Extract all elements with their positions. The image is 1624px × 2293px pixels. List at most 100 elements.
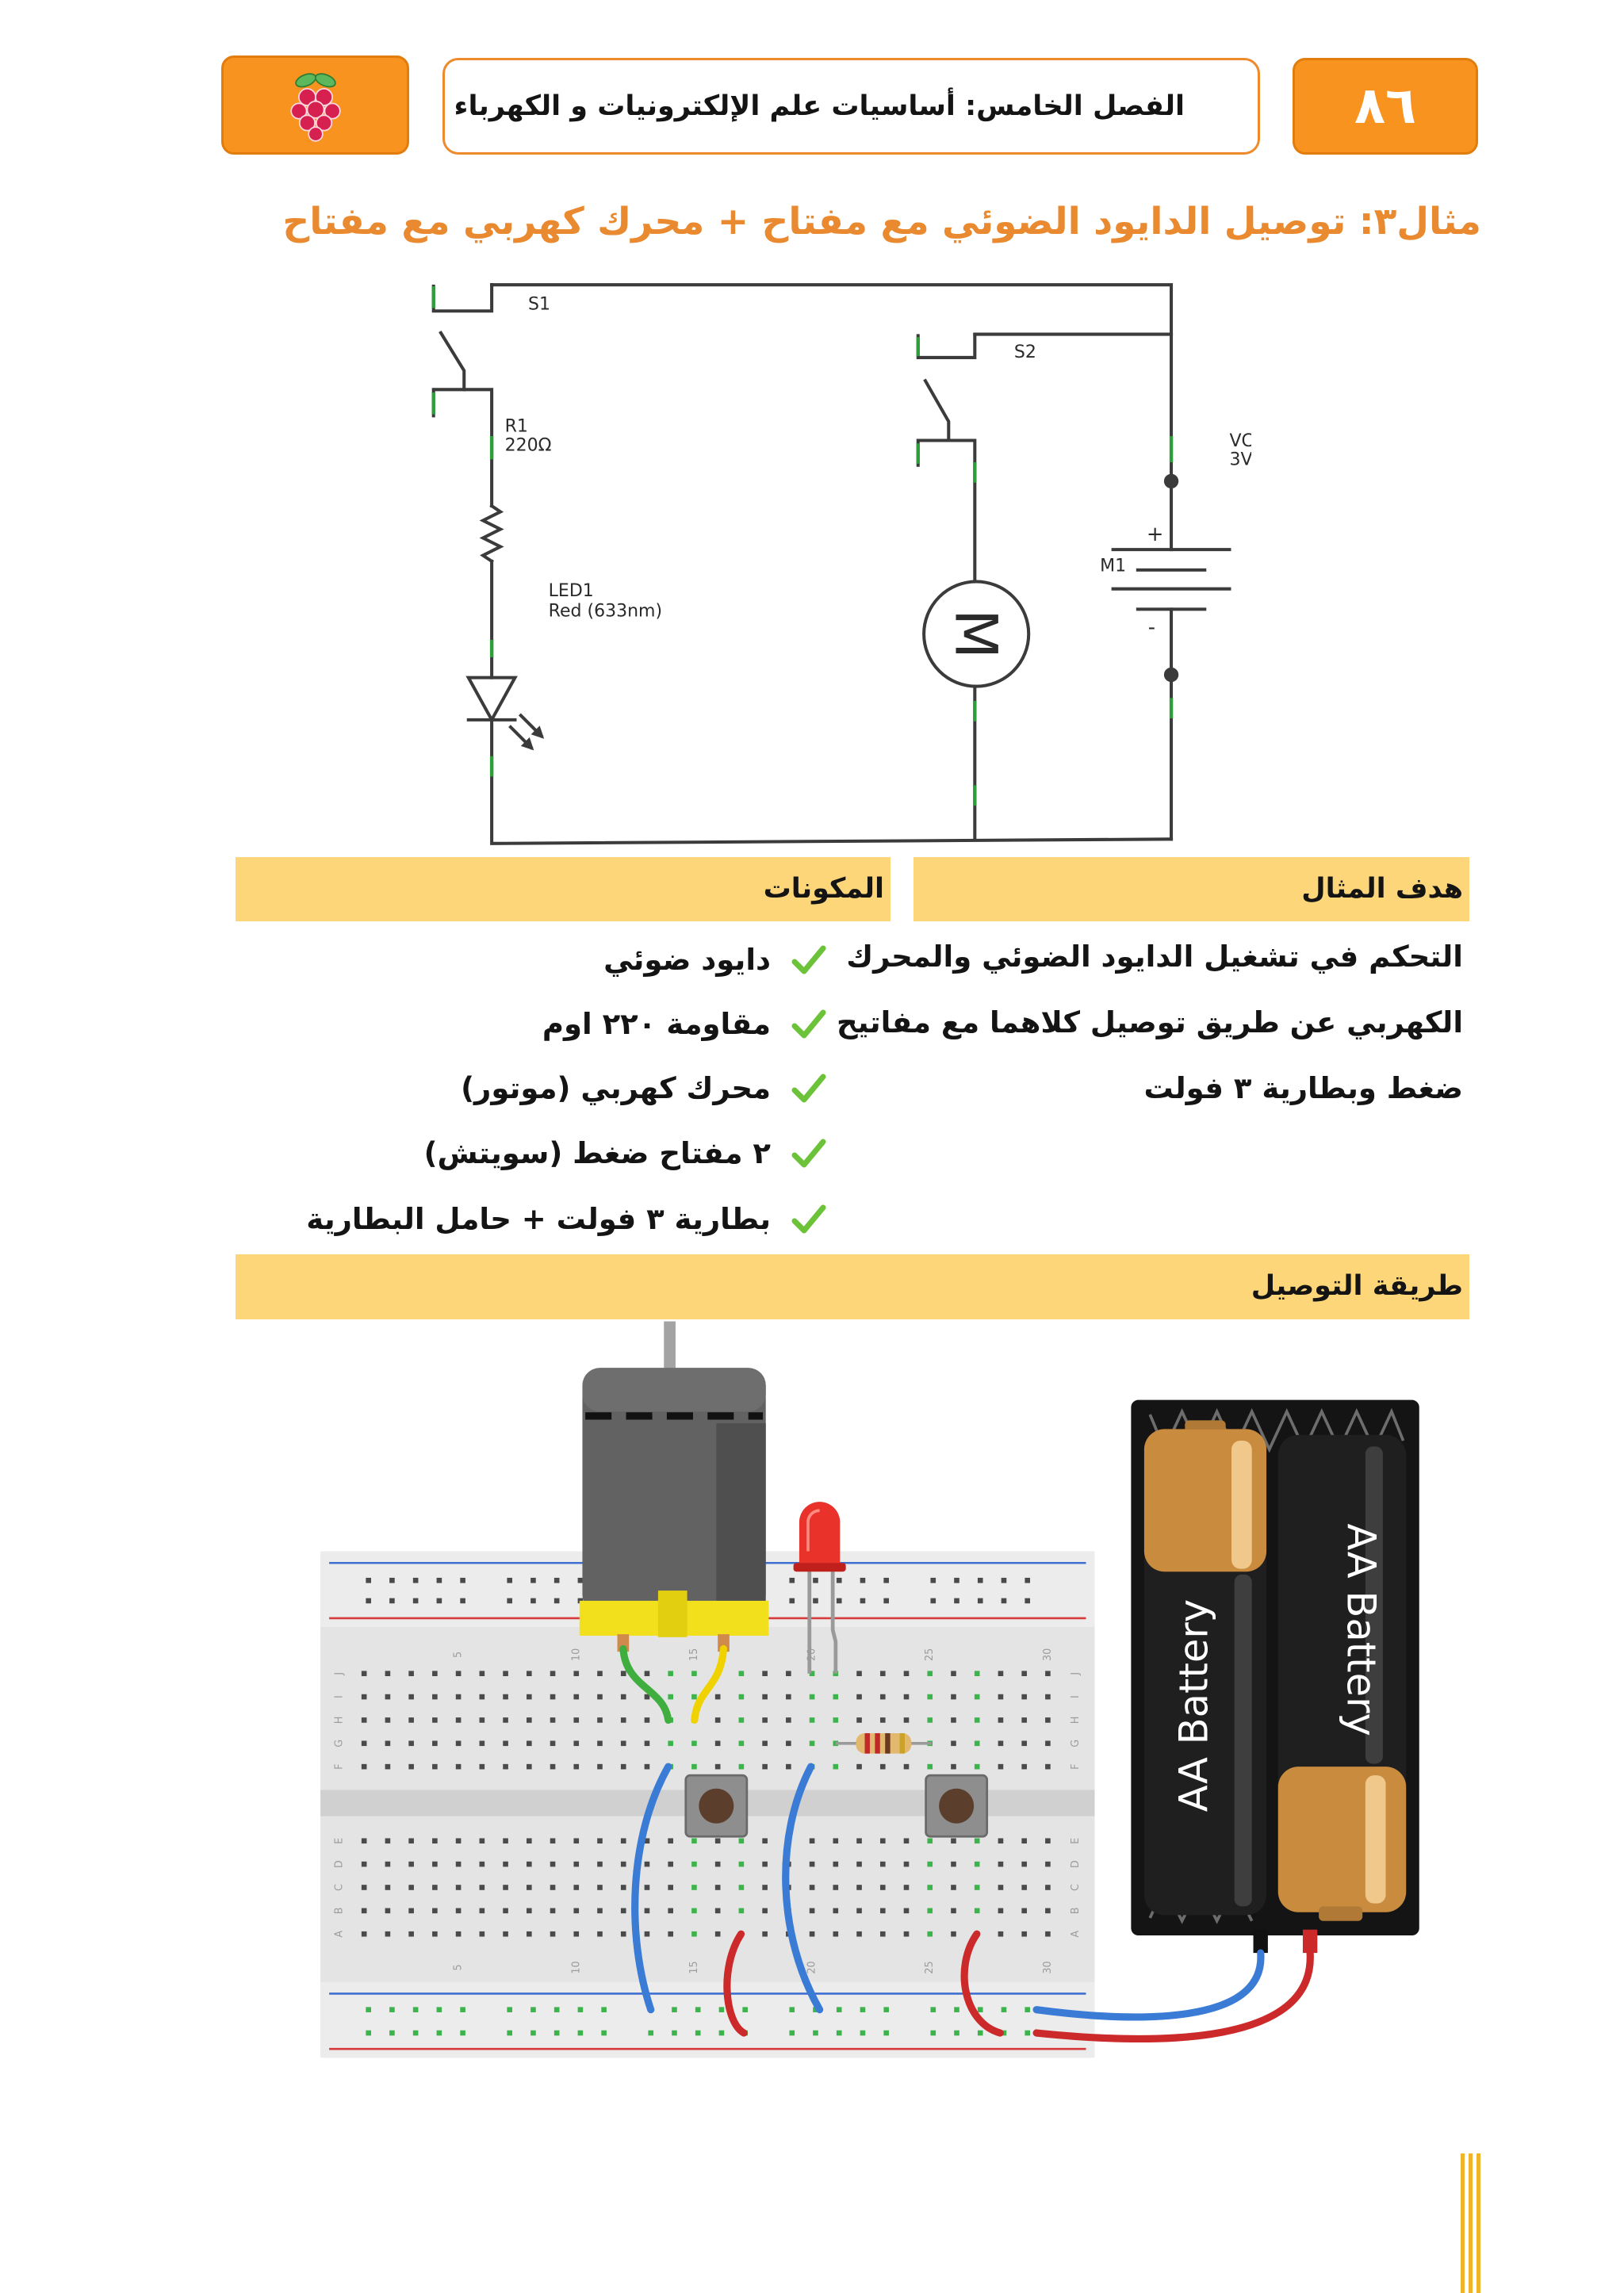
breadboard-hole <box>573 1671 580 1677</box>
breadboard-hole <box>385 1740 391 1747</box>
breadboard-hole <box>1021 1717 1027 1723</box>
led-highlight <box>806 1509 820 1552</box>
breadboard-hole <box>951 1838 956 1844</box>
breadboard-hole <box>526 1740 532 1747</box>
led1-triangle <box>465 676 518 724</box>
check-mark-icon <box>791 1139 826 1168</box>
breadboard-hole <box>432 1717 438 1723</box>
breadboard-hole-connected <box>389 2007 395 2012</box>
page-number: ٨٦ <box>1354 77 1417 136</box>
breadboard-hole-connected <box>789 2030 795 2036</box>
breadboard-hole <box>762 1763 768 1770</box>
wire-blue-1 <box>631 1763 672 2014</box>
switch-s2-bottom-contact <box>916 438 977 584</box>
breadboard-hole-connected <box>809 1671 815 1677</box>
breadboard-hole-connected <box>436 2007 442 2012</box>
breadboard-hole <box>998 1838 1004 1844</box>
breadboard-row-letter: I <box>333 1695 345 1698</box>
breadboard-hole <box>479 1838 485 1844</box>
breadboard-hole <box>366 1577 371 1583</box>
breadboard-hole <box>455 1908 462 1914</box>
breadboard-hole <box>762 1861 768 1867</box>
wire-red-2 <box>960 1930 1004 2037</box>
breadboard-row-letter: C <box>1070 1884 1082 1891</box>
components-heading: المكونات <box>763 873 884 905</box>
breadboard-column-number: 20 <box>806 1961 818 1973</box>
breadboard-hole <box>432 1908 438 1914</box>
label-r1: R1 <box>505 417 528 437</box>
page-number-badge: ٨٦ <box>1293 58 1478 155</box>
breadboard-hole <box>385 1931 391 1937</box>
breadboard-hole <box>977 1577 983 1583</box>
breadboard-hole <box>809 1885 815 1890</box>
junction-dot-bottom <box>1163 667 1179 683</box>
component-item: ٢ مفتاح ضغط (سويتش) <box>423 1136 771 1170</box>
breadboard-hole <box>408 1694 414 1700</box>
breadboard-row-letter: J <box>333 1672 345 1676</box>
breadboard-hole-connected <box>860 2007 866 2012</box>
breadboard-hole-connected <box>977 2030 983 2036</box>
breadboard-hole <box>503 1717 508 1723</box>
breadboard-hole-connected <box>577 2007 584 2012</box>
breadboard-hole-connected <box>460 2030 465 2036</box>
breadboard-hole <box>507 1598 513 1604</box>
breadboard-hole-connected <box>366 2007 371 2012</box>
component-item: دايود ضوئي <box>603 943 771 977</box>
breadboard-hole-connected <box>954 2007 959 2012</box>
breadboard-hole <box>998 1861 1004 1867</box>
breadboard-hole-connected <box>1025 2007 1031 2012</box>
switch-s2-blade <box>923 378 951 442</box>
breadboard-hole-connected <box>366 2030 371 2036</box>
breadboard-hole <box>573 1931 580 1937</box>
breadboard-hole-connected <box>836 2007 842 2012</box>
breadboard-hole <box>836 1577 842 1583</box>
label-led1: LED1 <box>549 581 594 601</box>
breadboard-hole <box>813 1577 818 1583</box>
breadboard-hole-connected <box>412 2007 419 2012</box>
breadboard-hole <box>714 1838 721 1844</box>
motor-symbol-letter: M <box>941 609 1009 659</box>
breadboard-hole <box>998 1717 1004 1723</box>
breadboard-column-number: 30 <box>1042 1648 1054 1661</box>
breadboard-hole <box>573 1717 580 1723</box>
breadboard-hole-connected <box>738 1763 745 1770</box>
breadboard-hole-connected <box>927 1861 933 1867</box>
wiring-heading-bar: طريقة التوصيل <box>236 1254 1469 1319</box>
label-r1-value: 220Ω <box>505 435 552 455</box>
breadboard-hole <box>455 1861 462 1867</box>
resistor-band-3 <box>885 1732 891 1754</box>
breadboard-hole-connected <box>974 1838 980 1844</box>
label-minus: - <box>1148 616 1155 640</box>
breadboard-column-number: 5 <box>453 1964 465 1970</box>
breadboard-hole <box>503 1763 508 1770</box>
breadboard-hole-connected <box>672 2007 677 2012</box>
breadboard-hole <box>903 1931 910 1937</box>
breadboard-hole <box>833 1885 839 1890</box>
battery-left-label: AA Battery <box>1170 1599 1216 1812</box>
breadboard-hole <box>361 1931 367 1937</box>
breadboard-hole <box>550 1694 556 1700</box>
breadboard-hole <box>503 1885 508 1890</box>
goal-heading-bar: هدف المثال <box>914 857 1469 921</box>
check-mark-icon <box>791 1009 826 1039</box>
breadboard-hole <box>1021 1763 1027 1770</box>
breadboard-hole <box>526 1908 532 1914</box>
breadboard-hole-connected <box>577 2030 584 2036</box>
breadboard-hole <box>408 1671 414 1677</box>
breadboard-hole <box>714 1861 721 1867</box>
breadboard-hole <box>526 1931 532 1937</box>
breadboard-hole-connected <box>927 1671 933 1677</box>
breadboard-hole <box>644 1763 650 1770</box>
breadboard-hole <box>1045 1931 1051 1937</box>
breadboard-hole <box>597 1885 603 1890</box>
switch-s1-top-contact <box>431 283 494 313</box>
breadboard-hole <box>903 1838 910 1844</box>
breadboard-row-letter: E <box>333 1838 345 1844</box>
breadboard-hole-connected <box>691 1740 697 1747</box>
breadboard-hole-connected <box>691 1838 697 1844</box>
breadboard-hole-connected <box>668 1740 673 1747</box>
battery-right-nub <box>1319 1906 1363 1921</box>
breadboard-hole <box>432 1861 438 1867</box>
label-m1: M1 <box>1100 557 1126 576</box>
breadboard-hole <box>620 1717 626 1723</box>
